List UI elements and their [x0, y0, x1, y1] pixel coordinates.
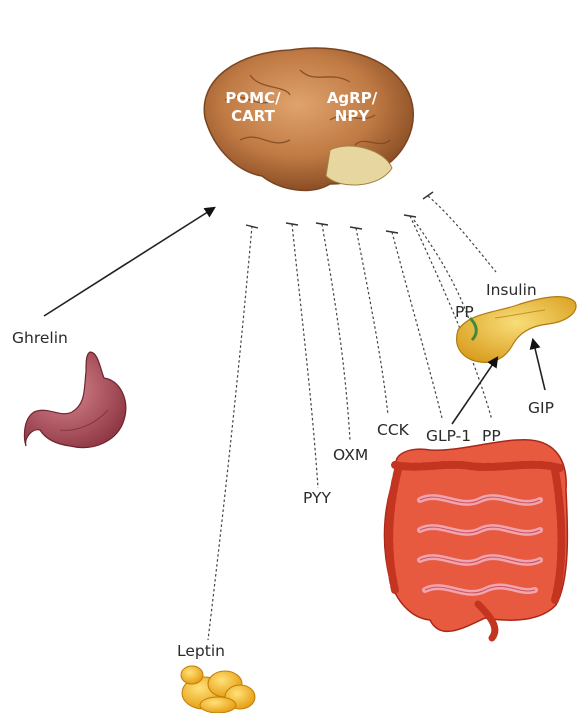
- oxm-inhibition-line: [316, 223, 350, 440]
- insulin-inhibition-line: [423, 192, 496, 272]
- fat-tissue-image: [181, 666, 255, 713]
- gip-to-pancreas-arrow: [533, 340, 545, 390]
- label-pyy: PYY: [303, 489, 331, 507]
- ghrelin-arrow: [44, 208, 214, 316]
- pyy-inhibition-line: [286, 223, 318, 488]
- label-pp-bottom: PP: [482, 427, 501, 445]
- label-gip: GIP: [528, 399, 554, 417]
- label-cck: CCK: [377, 421, 410, 439]
- leptin-inhibition-line: [208, 225, 258, 640]
- intestine-image: [384, 440, 567, 638]
- label-insulin: Insulin: [486, 281, 537, 299]
- label-ghrelin: Ghrelin: [12, 329, 68, 347]
- glp1-inhibition-line: [386, 231, 442, 418]
- brain-label-cart: CART: [231, 107, 275, 125]
- brain-label-npy: NPY: [335, 107, 371, 125]
- brain-label-pomc: POMC/: [225, 89, 281, 107]
- cck-inhibition-line: [350, 227, 388, 415]
- label-glp1: GLP-1: [426, 427, 471, 445]
- brain-label-agrp: AgRP/: [327, 89, 378, 107]
- stomach-image: [24, 352, 125, 448]
- pancreas-image: [457, 297, 576, 363]
- label-oxm: OXM: [333, 446, 368, 464]
- label-leptin: Leptin: [177, 642, 225, 660]
- label-pp-top: PP: [455, 303, 474, 321]
